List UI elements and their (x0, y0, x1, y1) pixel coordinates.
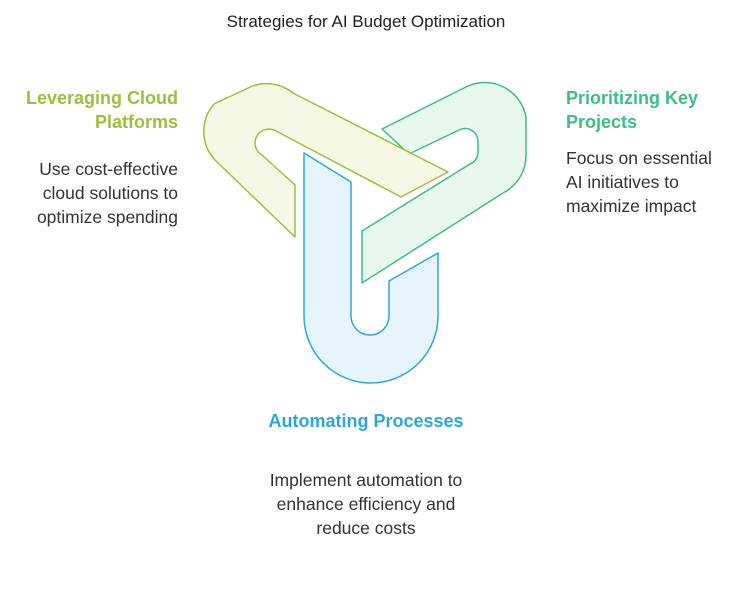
automation-loop-shape (303, 152, 439, 384)
key-projects-heading: Prioritizing Key Projects (566, 88, 699, 132)
cloud-platforms-description: Use cost-effective cloud solutions to op… (36, 159, 178, 227)
cloud-loop-shape (203, 82, 449, 238)
automation-heading: Automating Processes (268, 411, 464, 431)
automation-description: Implement automation to enhance efficien… (269, 470, 463, 538)
cloud-platforms-heading: Leveraging Cloud Platforms (25, 88, 178, 132)
diagram-title: Strategies for AI Budget Optimization (226, 12, 506, 31)
key-projects-loop-shape (361, 81, 527, 284)
key-projects-description: Focus on essential AI initiatives to max… (566, 148, 712, 216)
